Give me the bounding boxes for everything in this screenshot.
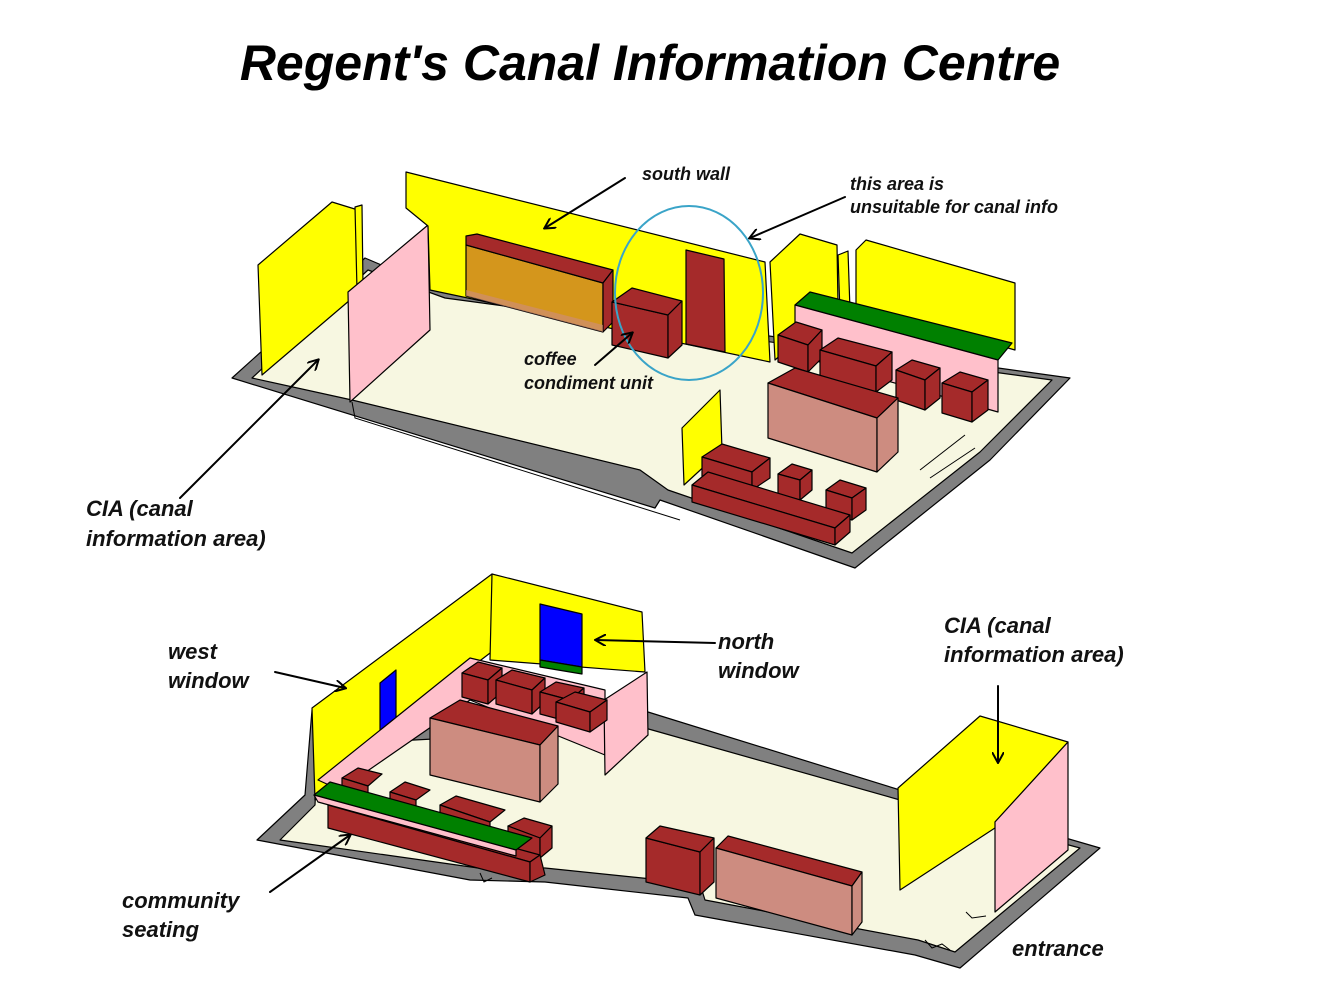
label-unsuitable-line1: this area is [850,174,944,194]
bottom-north-screen [603,671,649,776]
north-window [539,603,583,668]
label-coffee-line2: condiment unit [524,373,654,393]
top-orange-unit-shade [466,290,603,332]
top-view: south wall this area is unsuitable for c… [86,164,1071,569]
top-door [685,249,726,353]
diagram-title: Regent's Canal Information Centre [240,35,1060,91]
north-window-arrow [596,640,716,643]
label-bottom-cia-line2: information area) [944,642,1124,667]
west-window-arrow [274,671,345,688]
top-front-seating [691,443,867,546]
label-top-cia-line2: information area) [86,526,266,551]
label-coffee-line1: coffee [524,349,577,369]
bottom-community-counter-front [313,794,517,857]
top-big-table-side [876,397,899,473]
label-south-wall: south wall [642,164,731,184]
label-top-cia-line1: CIA (canal [86,496,194,521]
community-seating-arrow [269,835,350,893]
bottom-floor-detail [479,872,987,951]
unsuitable-area-ring [614,205,764,381]
label-unsuitable-line2: unsuitable for canal info [850,197,1058,217]
top-east-wall-b [855,239,1016,351]
label-north-line2: window [718,658,801,683]
label-bottom-cia-line1: CIA (canal [944,613,1052,638]
label-north-line1: north [718,629,774,654]
coffee-unit-arrow [594,333,632,366]
label-community-line2: seating [122,917,200,942]
bottom-entrance-box-small-side [699,837,715,896]
top-chair-row [777,321,989,423]
label-west-line2: window [168,668,251,693]
bottom-view: west window north window CIA (canal info… [122,573,1124,969]
top-cia-wall-post [354,204,364,291]
bottom-big-table-side [539,725,559,803]
bottom-cia-screen [994,741,1069,913]
top-cia-arrow [179,360,318,499]
unsuitable-area-arrow [750,196,846,238]
bottom-entrance-box-large-side [851,871,863,936]
top-floor-interior-line [351,401,976,521]
south-wall-arrow [545,177,626,228]
label-entrance: entrance [1012,936,1104,961]
north-window-sill [539,659,583,675]
label-west-line1: west [168,639,219,664]
coffee-condiment-unit-side [667,300,683,359]
label-community-line1: community [122,888,241,913]
top-cia-screen [347,224,431,403]
bottom-north-chairs [461,661,608,733]
